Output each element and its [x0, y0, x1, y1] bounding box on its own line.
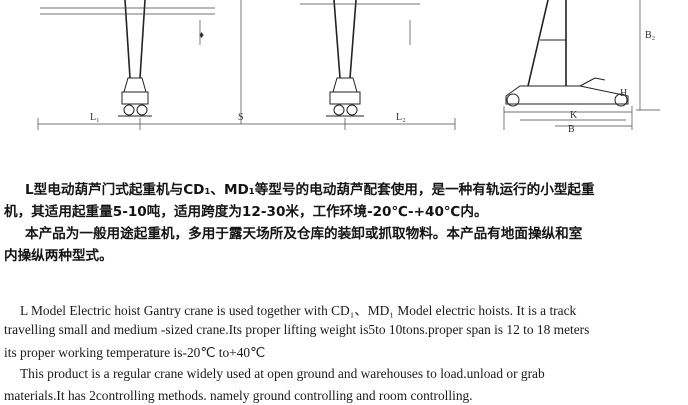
chinese-paragraph-line-2: 机，其适用起重量5-10吨，适用跨度为12-30米，工作环境-20℃-+40℃内…: [4, 204, 488, 220]
dim-label-h: H: [620, 88, 627, 99]
dim-label-b2: B₂: [645, 30, 655, 41]
dim-label-b: B: [568, 124, 575, 135]
right-crane-leg-figure: [300, 0, 420, 117]
chinese-paragraph-line-1: L型电动葫芦门式起重机与CD₁、MD₁等型号的电动葫芦配套使用，是一种有轨运行的…: [25, 182, 595, 198]
english-paragraph-line-1: L Model Electric hoist Gantry crane is u…: [20, 303, 577, 318]
left-crane-leg-figure: ♦: [40, 0, 215, 117]
chinese-paragraph-line-3: 本产品为一般用途起重机，多用于露天场所及仓库的装卸或抓取物料。本产品有地面操纵和…: [25, 226, 583, 242]
english-paragraph-line-3: its proper working temperature is-20℃ to…: [4, 345, 266, 360]
dimension-lines: [37, 0, 456, 130]
dim-label-l2: L₂: [396, 112, 406, 123]
crane-drawing: ♦ L₁ S L₂: [37, 0, 660, 135]
dim-label-s: S: [238, 112, 244, 123]
side-view-figure: [503, 0, 660, 130]
english-paragraph-line-5: materials.It has 2controlling methods. n…: [4, 388, 473, 403]
svg-text:♦: ♦: [199, 30, 204, 41]
chinese-paragraph-line-4: 内操纵两种型式。: [4, 248, 113, 264]
english-paragraph-line-2: travelling small and medium -sized crane…: [4, 322, 590, 337]
dim-label-l1: L₁: [90, 112, 100, 123]
dim-label-k: K: [570, 110, 578, 121]
english-paragraph-line-4: This product is a regular crane widely u…: [20, 366, 545, 381]
